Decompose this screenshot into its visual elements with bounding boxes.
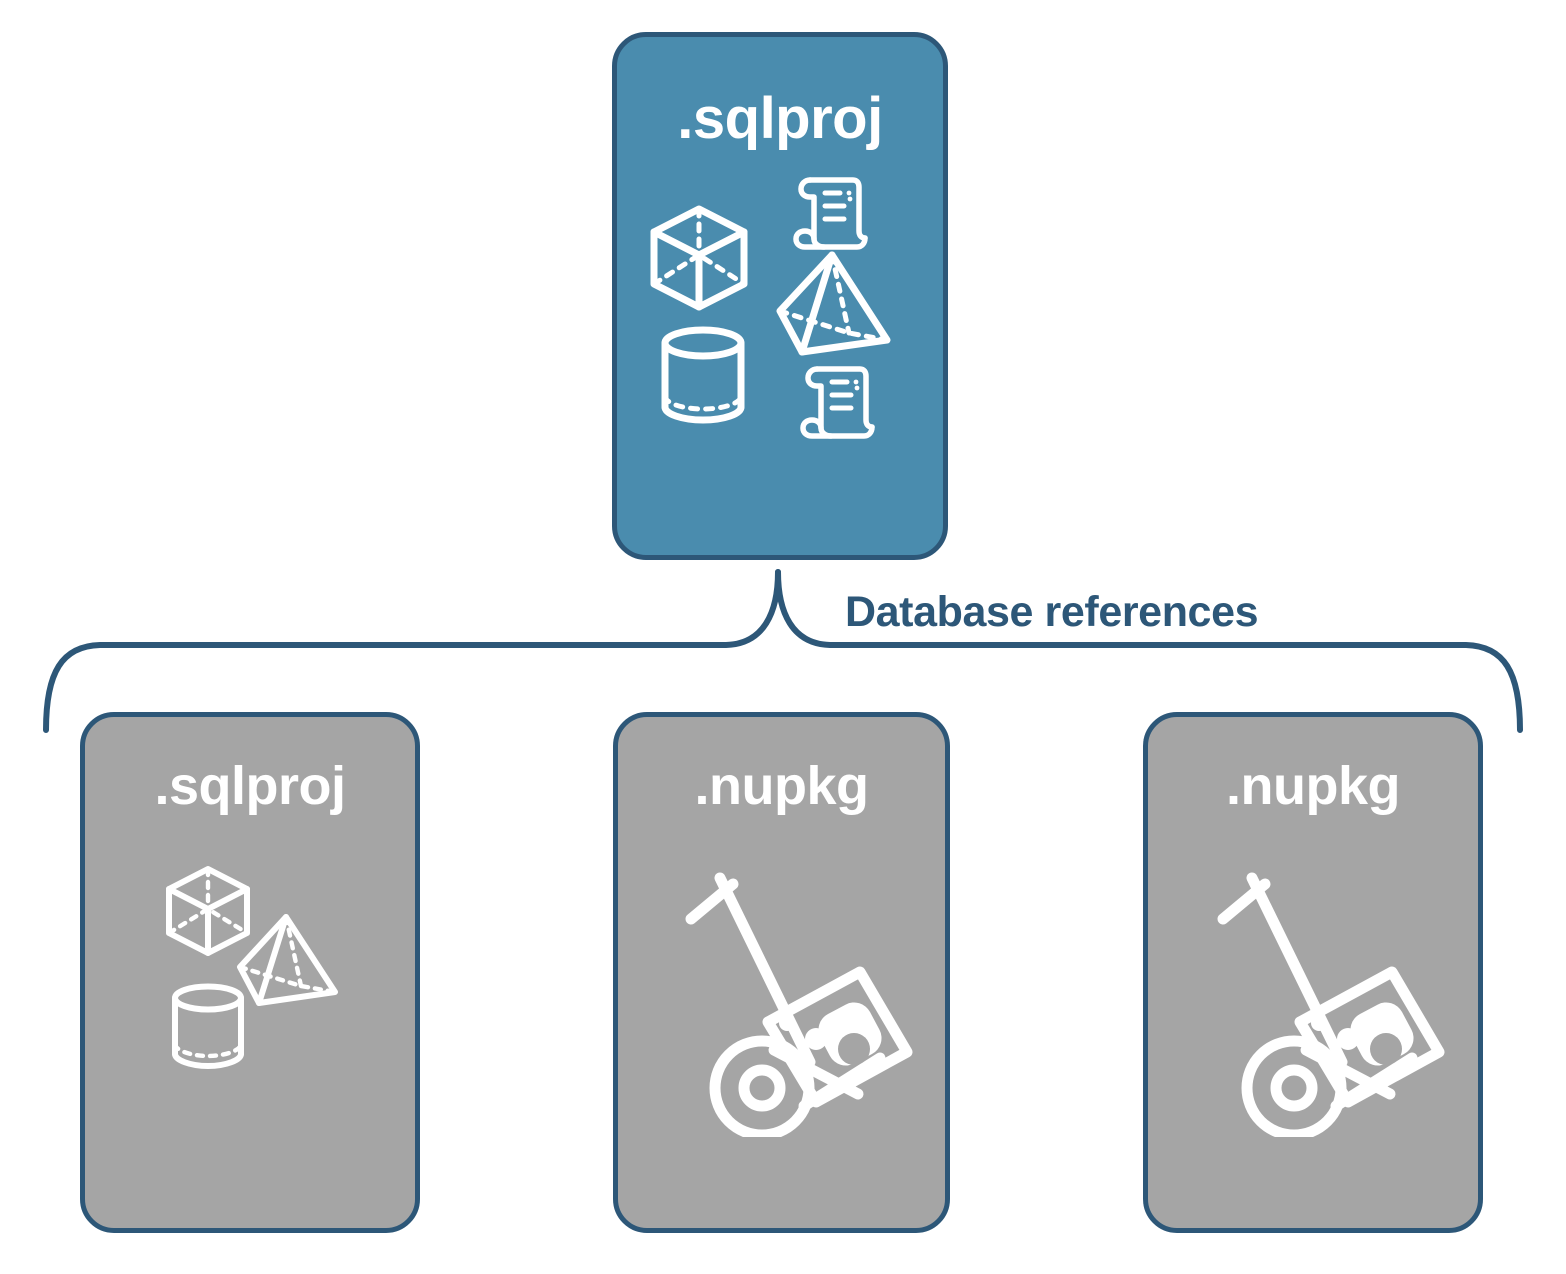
cylinder-icon	[659, 324, 747, 426]
scroll-icon	[792, 173, 868, 253]
scroll-icon	[799, 362, 875, 442]
cube-icon	[164, 865, 252, 957]
node-ref-sqlproj[interactable]: .sqlproj	[80, 712, 420, 1233]
nuget-hand-truck-icon	[658, 872, 923, 1141]
cube-icon	[648, 204, 750, 312]
cylinder-icon	[169, 981, 247, 1071]
edge-label-database-references: Database references	[845, 588, 1259, 636]
nuget-hand-truck-icon	[1190, 872, 1455, 1141]
pyramid-icon	[235, 912, 341, 1011]
pyramid-icon	[775, 249, 893, 361]
node-ref-nupkg-2-title: .nupkg	[1226, 756, 1400, 816]
node-root-sqlproj[interactable]: .sqlproj	[612, 32, 948, 560]
node-root-title: .sqlproj	[677, 86, 883, 151]
node-ref-sqlproj-title: .sqlproj	[154, 756, 346, 816]
node-ref-nupkg-1[interactable]: .nupkg	[613, 712, 950, 1233]
node-ref-nupkg-2[interactable]: .nupkg	[1143, 712, 1483, 1233]
node-ref-nupkg-1-title: .nupkg	[694, 756, 869, 816]
